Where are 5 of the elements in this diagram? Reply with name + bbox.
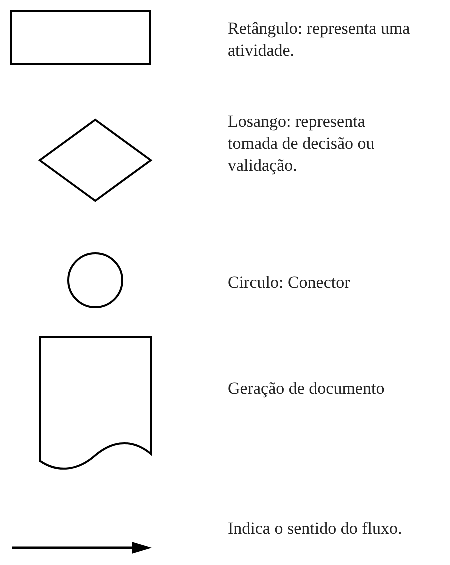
legend-text: Geração de documento [228,378,386,400]
legend-text: Retângulo: representa uma atividade. [228,18,412,62]
legend-text: Indica o sentido do fluxo. [228,518,404,540]
legend-text: Losango: representa tomada de decisão ou validação. [228,111,376,177]
legend-text: Circulo: Conector [228,272,352,294]
